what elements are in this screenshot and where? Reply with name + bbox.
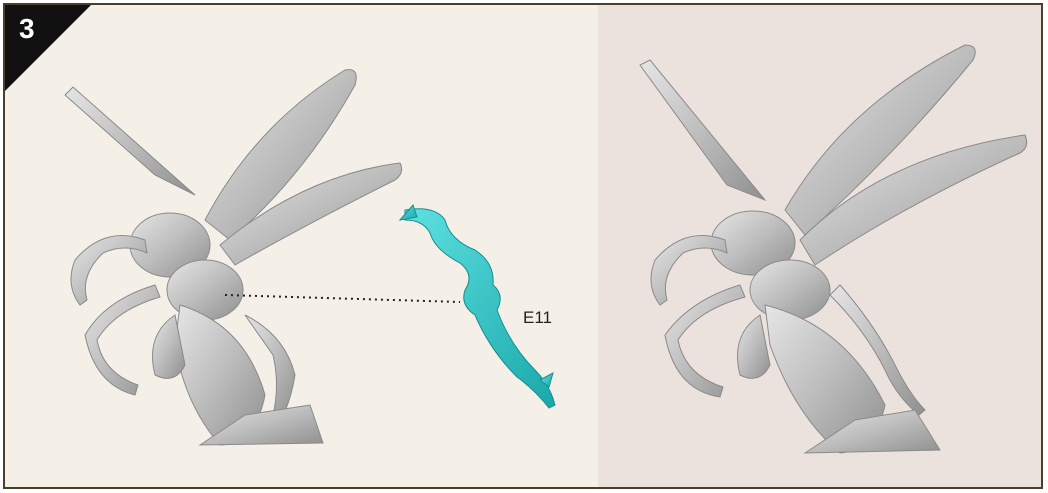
instruction-step-frame: 3 E11 bbox=[3, 3, 1043, 489]
step-number: 3 bbox=[19, 13, 35, 45]
illustration bbox=[5, 5, 1043, 489]
wing-left-icon bbox=[640, 60, 765, 200]
wing-left-icon bbox=[65, 87, 195, 195]
part-label: E11 bbox=[523, 308, 552, 328]
step-badge bbox=[5, 5, 91, 91]
wasp-miniature-assembled bbox=[640, 45, 1027, 453]
leg-part-e11 bbox=[400, 205, 555, 408]
wasp-miniature-before bbox=[65, 70, 402, 445]
callout-leader-line bbox=[225, 295, 460, 302]
